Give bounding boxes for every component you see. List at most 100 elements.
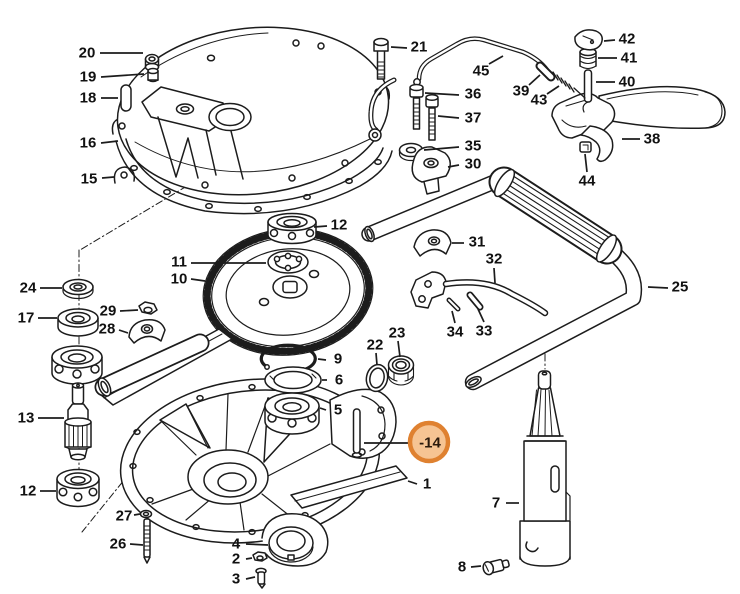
leader-line [424, 92, 460, 96]
leader-line [245, 543, 269, 546]
leader-line [375, 352, 378, 366]
left-shaft-column-drawing [51, 278, 103, 508]
part-label-25[interactable]: 25 [647, 279, 688, 296]
part-number: 32 [486, 251, 503, 268]
part-label-45[interactable]: 45 [473, 55, 504, 80]
part-label-17[interactable]: 17 [18, 310, 57, 327]
part-number: 31 [469, 234, 486, 251]
part-label-15[interactable]: 15 [81, 171, 115, 188]
part-number: 15 [81, 171, 98, 188]
part-label-31[interactable]: 31 [452, 234, 485, 251]
fasteners-36-37-35-30 [398, 83, 451, 195]
part-label-43[interactable]: 43 [531, 85, 560, 109]
part-label-18[interactable]: 18 [80, 90, 118, 107]
part-label-35[interactable]: 35 [423, 138, 482, 155]
part-label-9[interactable]: 9 [317, 351, 342, 368]
part-number: 33 [476, 323, 493, 340]
leader-line [546, 85, 560, 95]
part-label-34[interactable]: 34 [447, 310, 464, 341]
part-number: 38 [644, 131, 661, 148]
part-label-10[interactable]: 10 [171, 271, 206, 288]
part-label-13[interactable]: 13 [18, 410, 64, 427]
part-number: 35 [465, 138, 482, 155]
part-label-12[interactable]: 12 [313, 217, 348, 234]
leader-line [477, 308, 485, 323]
leader-line [245, 576, 256, 580]
leader-line [390, 46, 408, 49]
part-label-16[interactable]: 16 [80, 135, 119, 152]
part-label-12[interactable]: 12 [20, 483, 56, 500]
part-number: 4 [232, 536, 241, 553]
part-number: 28 [99, 321, 116, 338]
part-label-33[interactable]: 33 [476, 308, 493, 340]
part-number: 1 [423, 476, 431, 493]
part-label-41[interactable]: 41 [598, 50, 637, 67]
leader-line [119, 309, 139, 312]
part-label-4[interactable]: 4 [232, 536, 269, 553]
callout-layer: 2019181615214539434241403637353038443132… [18, 31, 689, 588]
part-number: 11 [171, 254, 187, 271]
part-label-38[interactable]: 38 [622, 131, 660, 148]
highlight-layer: -14 [364, 420, 451, 464]
gasket-drawing [115, 138, 393, 215]
part-number: 21 [411, 39, 428, 56]
part-label-42[interactable]: 42 [603, 31, 635, 48]
leader-line [447, 164, 460, 168]
bolt-21-drawing [368, 37, 397, 142]
leader-line [470, 565, 482, 568]
part-label-6[interactable]: 6 [322, 372, 343, 389]
part-number: 19 [80, 69, 97, 86]
part-label-37[interactable]: 37 [437, 110, 481, 127]
part-label-30[interactable]: 30 [447, 156, 481, 173]
part-number: 26 [110, 536, 127, 553]
part-label-23[interactable]: 23 [389, 325, 406, 358]
rail-drawing [94, 301, 233, 406]
highlight-callout-14[interactable]: -14 [364, 420, 451, 464]
part-label-21[interactable]: 21 [390, 39, 428, 56]
part-number: 29 [100, 303, 117, 320]
part-label-36[interactable]: 36 [424, 86, 482, 103]
leader-line [397, 340, 401, 358]
part-label-1[interactable]: 1 [407, 476, 431, 493]
part-label-3[interactable]: 3 [232, 571, 256, 588]
part-label-5[interactable]: 5 [319, 402, 342, 419]
gear-drawing [202, 212, 374, 356]
leader-line [245, 557, 253, 560]
part-number: 6 [335, 372, 343, 389]
part-label-24[interactable]: 24 [20, 280, 62, 297]
part-number: 40 [619, 74, 636, 91]
part-label-19[interactable]: 19 [80, 69, 145, 86]
part-number: 7 [492, 495, 500, 512]
part-number: 12 [331, 217, 348, 234]
part-number: 20 [79, 45, 96, 62]
fasteners-20-19-18 [120, 53, 160, 112]
part-label-7[interactable]: 7 [492, 495, 519, 512]
part-label-28[interactable]: 28 [99, 321, 129, 338]
leader-line [100, 73, 145, 78]
leader-line [647, 286, 669, 289]
part-number: 36 [465, 86, 482, 103]
part-label-20[interactable]: 20 [79, 45, 143, 62]
part-label-32[interactable]: 32 [486, 251, 503, 284]
leader-line [317, 358, 327, 361]
part-label-26[interactable]: 26 [110, 536, 144, 553]
part-label-8[interactable]: 8 [458, 559, 482, 576]
part-label-22[interactable]: 22 [367, 337, 384, 366]
leader-line [451, 310, 456, 324]
highlight-ring [407, 420, 451, 464]
leader-line [584, 153, 588, 173]
leader-line [493, 267, 496, 284]
part-label-40[interactable]: 40 [596, 74, 635, 91]
part-label-11[interactable]: 11 [171, 254, 266, 271]
part-label-27[interactable]: 27 [116, 508, 141, 525]
part-label-29[interactable]: 29 [100, 303, 139, 320]
part-number: 3 [232, 571, 240, 588]
part-label-2[interactable]: 2 [232, 551, 253, 568]
part-number: 9 [334, 351, 342, 368]
part-label-44[interactable]: 44 [579, 153, 596, 190]
part-label-39[interactable]: 39 [513, 74, 541, 100]
leader-line [437, 115, 460, 119]
lower-housing-drawing [119, 343, 415, 589]
leader-line [488, 55, 504, 65]
